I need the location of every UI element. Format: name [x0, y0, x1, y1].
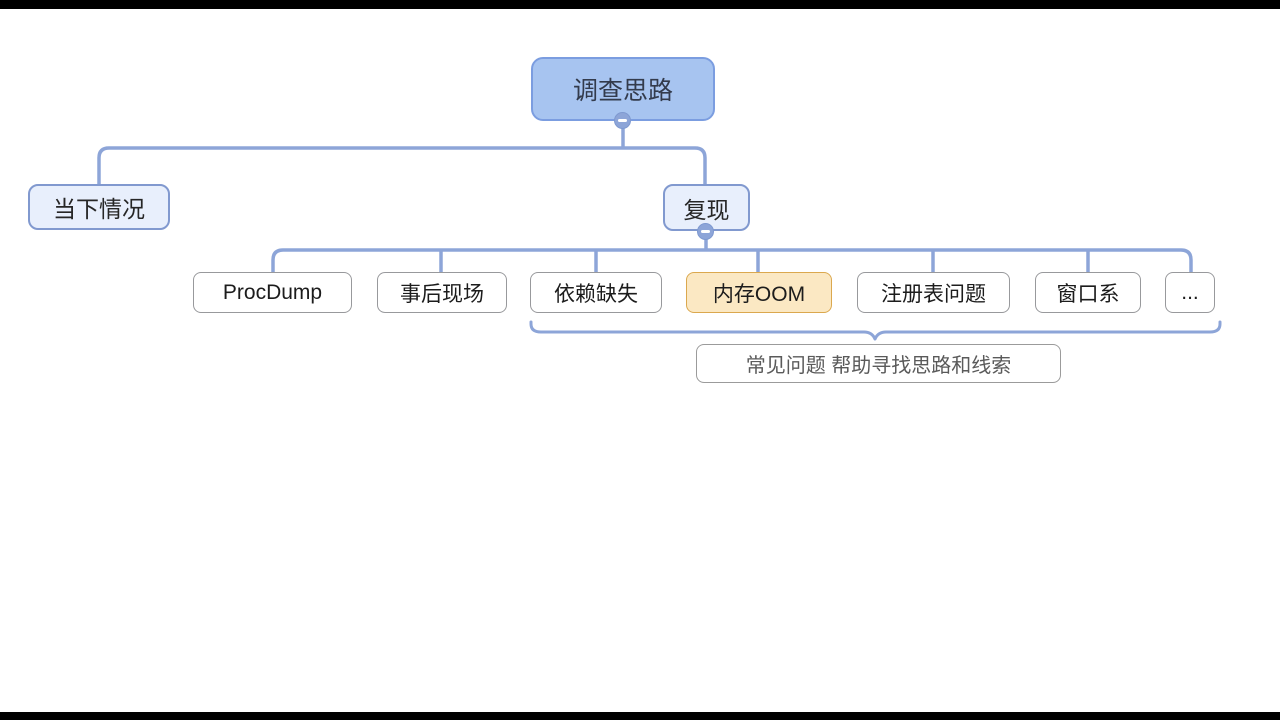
- topic-registry-issue[interactable]: 注册表问题: [857, 272, 1010, 313]
- letterbox-top: [0, 0, 1280, 9]
- letterbox-bottom: [0, 712, 1280, 720]
- summary-label[interactable]: 常见问题 帮助寻找思路和线索: [696, 344, 1061, 383]
- node-current-situation[interactable]: 当下情况: [28, 184, 170, 230]
- connector-level1: [97, 120, 707, 188]
- topic-ellipsis[interactable]: ...: [1165, 272, 1215, 313]
- topic-postmortem-scene[interactable]: 事后现场: [377, 272, 507, 313]
- topic-procdump[interactable]: ProcDump: [193, 272, 352, 313]
- topic-missing-dependency[interactable]: 依赖缺失: [530, 272, 662, 313]
- collapse-button-reproduce[interactable]: [697, 223, 714, 240]
- topic-window-family[interactable]: 窗口系: [1035, 272, 1141, 313]
- connector-level2: [271, 238, 1193, 276]
- minus-icon: [701, 230, 710, 233]
- topic-memory-oom[interactable]: 内存OOM: [686, 272, 832, 313]
- node-root[interactable]: 调查思路: [531, 57, 715, 121]
- summary-brace: [529, 320, 1222, 341]
- collapse-button-root[interactable]: [614, 112, 631, 129]
- minus-icon: [618, 119, 627, 122]
